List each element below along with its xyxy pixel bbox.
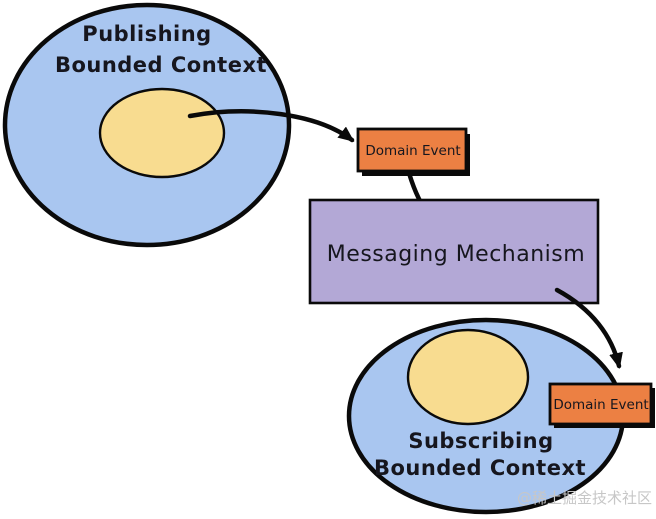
publishing-context-label-line1: Publishing [82,22,211,46]
arrow-publish-to-event [187,109,355,143]
publishing-aggregate-ellipse [98,87,226,179]
domain-event-bottom-box [548,382,653,426]
arrow-messaging-to-event [554,287,623,369]
domain-event-top-box [356,127,468,173]
publishing-context-label-line2: Bounded Context [55,53,267,77]
messaging-mechanism-label: Messaging Mechanism [327,242,585,267]
subscribing-aggregate-ellipse [406,328,530,426]
messaging-mechanism-box [308,198,600,305]
domain-event-top-label: Domain Event [365,143,460,159]
watermark: @稀土掘金技术社区 [517,489,652,507]
subscribing-context-label-line1: Subscribing [408,429,553,453]
subscribing-context-label-line2: Bounded Context [374,456,586,480]
domain-event-bottom-label: Domain Event [553,397,648,413]
